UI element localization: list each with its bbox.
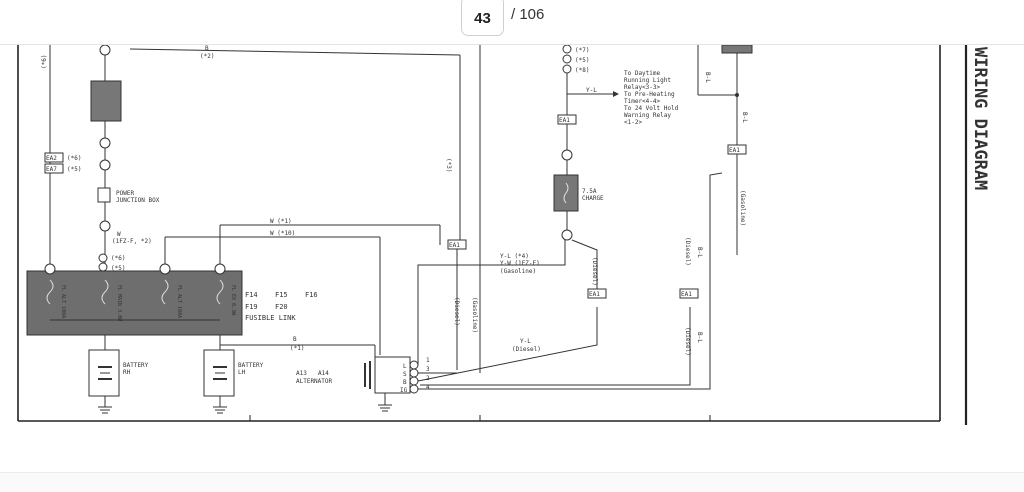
svg-text:B: B xyxy=(403,379,407,386)
fusible-link-block xyxy=(26,270,243,336)
svg-text:(1FZ-F, *2): (1FZ-F, *2) xyxy=(112,238,152,245)
svg-text:To Daytime: To Daytime xyxy=(624,70,661,77)
svg-text:EA1: EA1 xyxy=(681,291,692,298)
svg-text:3: 3 xyxy=(426,366,430,373)
svg-text:(Diesel): (Diesel) xyxy=(684,237,691,266)
svg-text:L: L xyxy=(403,363,407,370)
svg-text:FL MAIN 3.0W: FL MAIN 3.0W xyxy=(116,285,122,322)
svg-text:BATTERY: BATTERY xyxy=(238,362,264,369)
side-title: WIRING DIAGRAM xyxy=(970,47,990,190)
svg-text:S: S xyxy=(403,371,407,378)
svg-text:POWER: POWER xyxy=(116,190,134,197)
svg-text:1: 1 xyxy=(426,357,430,364)
svg-text:<1-2>: <1-2> xyxy=(624,119,642,126)
alternator xyxy=(374,356,411,394)
svg-text:(*5): (*5) xyxy=(575,57,589,64)
svg-text:(*8): (*8) xyxy=(575,67,589,74)
wire-b-star2 xyxy=(129,48,461,56)
svg-text:EA1: EA1 xyxy=(589,291,600,298)
total-pages: / 106 xyxy=(511,6,545,23)
svg-text:A13: A13 xyxy=(296,370,307,377)
svg-text:CHARGE: CHARGE xyxy=(582,195,604,202)
svg-text:Y-L: Y-L xyxy=(586,87,597,94)
svg-text:W (*1): W (*1) xyxy=(270,218,292,225)
svg-text:To Pre-Heating: To Pre-Heating xyxy=(624,91,675,98)
fuse-block-top xyxy=(90,80,122,122)
viewer-footer xyxy=(0,472,1024,492)
connector-ea1-lower xyxy=(679,288,699,299)
current-page-input[interactable]: 43 xyxy=(461,0,504,36)
svg-text:Y-L (*4): Y-L (*4) xyxy=(500,253,529,260)
svg-text:Warning Relay: Warning Relay xyxy=(624,112,671,119)
power-junction-box xyxy=(97,187,111,203)
svg-text:F16: F16 xyxy=(305,291,318,299)
svg-text:B-L: B-L xyxy=(741,112,748,123)
svg-text:Timer<4-4>: Timer<4-4> xyxy=(624,98,661,105)
wiring-diagram: WIRING DIAGRAM B (*2) (*6) EA2 EA7 (*6) … xyxy=(17,44,990,425)
connector-ea1-mid xyxy=(587,288,607,299)
svg-text:(Gasoline): (Gasoline) xyxy=(739,190,746,226)
svg-text:FL ALT 100A: FL ALT 100A xyxy=(60,285,66,318)
svg-text:EA7: EA7 xyxy=(46,166,57,173)
svg-text:(*1): (*1) xyxy=(290,345,304,352)
page-navigator: 43 / 106 xyxy=(0,0,1024,45)
current-page-number: 43 xyxy=(474,9,491,27)
svg-text:LH: LH xyxy=(238,369,246,376)
svg-text:(*5): (*5) xyxy=(67,166,81,173)
svg-text:B: B xyxy=(293,336,297,343)
svg-text:B-L: B-L xyxy=(704,72,711,83)
svg-text:F14: F14 xyxy=(245,291,258,299)
svg-text:JUNCTION BOX: JUNCTION BOX xyxy=(116,197,160,204)
svg-text:F20: F20 xyxy=(275,303,288,311)
svg-text:4: 4 xyxy=(426,384,430,391)
connector-ea7 xyxy=(44,163,64,174)
svg-text:EA1: EA1 xyxy=(449,242,460,249)
svg-text:(Diesel): (Diesel) xyxy=(512,346,541,353)
svg-text:Y-L: Y-L xyxy=(520,338,531,345)
svg-text:(Diesel): (Diesel) xyxy=(591,257,598,286)
svg-text:(Gasoline): (Gasoline) xyxy=(471,297,478,333)
svg-text:BATTERY: BATTERY xyxy=(123,362,149,369)
svg-text:(*6): (*6) xyxy=(111,255,125,262)
svg-text:(*5): (*5) xyxy=(111,265,125,272)
svg-text:(*2): (*2) xyxy=(200,53,214,60)
svg-text:FL ALT 100A: FL ALT 100A xyxy=(176,285,182,318)
svg-text:Running Light: Running Light xyxy=(624,77,671,84)
svg-text:F19: F19 xyxy=(245,303,258,311)
svg-text:(*3): (*3) xyxy=(445,158,452,172)
svg-text:(*6): (*6) xyxy=(67,155,81,162)
svg-text:(*7): (*7) xyxy=(575,47,589,54)
svg-text:W (*10): W (*10) xyxy=(270,230,295,237)
svg-text:RH: RH xyxy=(123,369,131,376)
svg-text:7.5A: 7.5A xyxy=(582,188,597,195)
svg-text:F15: F15 xyxy=(275,291,288,299)
svg-text:Y-W (1FZ-F): Y-W (1FZ-F) xyxy=(500,260,540,267)
svg-text:EA2: EA2 xyxy=(46,155,57,162)
svg-text:(Diesel): (Diesel) xyxy=(684,327,691,356)
svg-text:To 24 Volt Hold: To 24 Volt Hold xyxy=(624,105,679,112)
fusible-link-label: FUSIBLE LINK xyxy=(245,314,296,322)
svg-text:ALTERNATOR: ALTERNATOR xyxy=(296,378,333,385)
svg-text:B: B xyxy=(205,45,209,52)
document-page: WIRING DIAGRAM B (*2) (*6) EA2 EA7 (*6) … xyxy=(0,44,1024,491)
svg-text:(Gasoline): (Gasoline) xyxy=(500,268,536,275)
svg-text:(*6): (*6) xyxy=(41,55,48,69)
svg-text:B-L: B-L xyxy=(696,247,703,258)
svg-text:A14: A14 xyxy=(318,370,329,377)
svg-text:Relay<3-3>: Relay<3-3> xyxy=(624,84,661,91)
svg-text:(Diesel): (Diesel) xyxy=(453,297,460,326)
svg-text:IG: IG xyxy=(400,387,408,394)
svg-text:B-L: B-L xyxy=(696,332,703,343)
svg-text:FL EX 0.3W: FL EX 0.3W xyxy=(230,285,236,316)
svg-text:W: W xyxy=(117,231,121,238)
connector-ea2 xyxy=(44,152,64,163)
svg-text:EA1: EA1 xyxy=(729,147,740,154)
relay-block-top xyxy=(721,44,753,54)
svg-text:EA1: EA1 xyxy=(559,117,570,124)
